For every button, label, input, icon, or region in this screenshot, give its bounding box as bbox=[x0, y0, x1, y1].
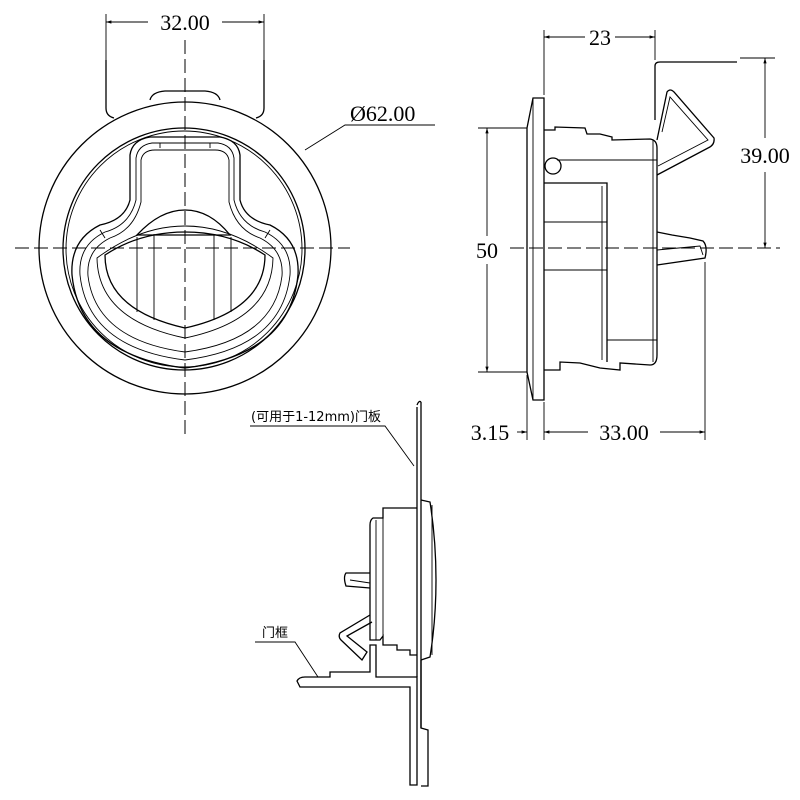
front-view: 32.00 Ø62.00 bbox=[15, 10, 435, 435]
latch-height-dimension: 39.00 bbox=[740, 143, 790, 168]
width-dimension: 32.00 bbox=[160, 10, 210, 35]
install-view: (可用于1-12mm)门板 门框 bbox=[250, 400, 437, 787]
side-view: 23 39.00 50 3.15 33.00 bbox=[471, 25, 790, 445]
flange-dimension: 3.15 bbox=[471, 420, 510, 445]
door-frame-label: 门框 bbox=[262, 626, 288, 641]
door-panel-label: (可用于1-12mm)门板 bbox=[251, 410, 381, 425]
depth-top-dimension: 23 bbox=[589, 25, 611, 50]
depth-dimension: 33.00 bbox=[599, 420, 649, 445]
diameter-dimension: Ø62.00 bbox=[350, 101, 415, 126]
body-height-dimension: 50 bbox=[476, 238, 498, 263]
